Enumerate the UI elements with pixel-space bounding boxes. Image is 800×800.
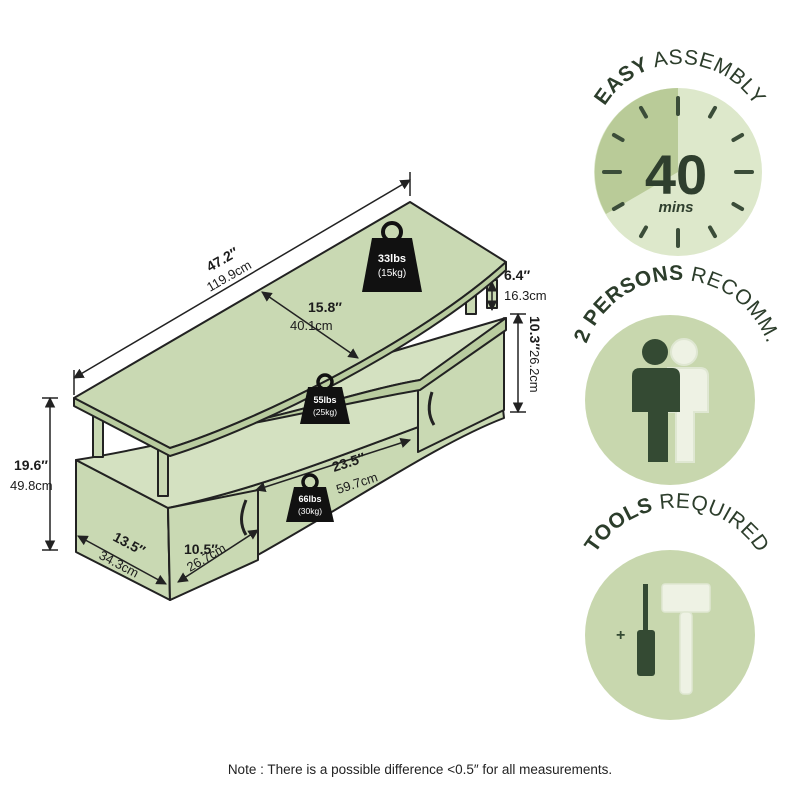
base-depth-arrow xyxy=(77,535,167,585)
weight-top-lbs: 33lbs xyxy=(378,253,406,265)
clock-tick xyxy=(639,105,648,119)
upper-height-cm-label: 26.2cm xyxy=(527,350,542,393)
upper-height-inch-label: 10.3″ xyxy=(527,316,543,350)
top-depth-cm-label: 40.1cm xyxy=(290,318,333,333)
dimension-lines xyxy=(42,172,526,585)
svg-text:+: + xyxy=(616,627,625,644)
top-leg-inch-label: 6.4″ xyxy=(504,267,530,283)
door-handle-right xyxy=(427,391,436,426)
total-height-inch-label: 19.6″ xyxy=(14,457,48,473)
top-board-edge xyxy=(73,261,507,457)
width-arrow xyxy=(73,179,411,379)
weight-bottom-lbs: 66lbs xyxy=(298,494,321,504)
top-depth-inch-label: 15.8″ xyxy=(308,299,342,315)
persons-icon xyxy=(632,338,709,463)
clock-tick xyxy=(708,225,717,239)
clock-tick xyxy=(731,133,745,142)
weight-middle-lbs: 55lbs xyxy=(313,395,336,405)
clock-tick xyxy=(708,105,717,119)
badge-easy-assembly: EASY ASSEMBLY 40 mins xyxy=(590,46,770,256)
weight-bottom: 66lbs (30kg) xyxy=(286,473,334,522)
badge-assembly-unit: mins xyxy=(658,199,693,216)
tools-icon: + xyxy=(616,583,711,695)
top-leg-cm-label: 16.3cm xyxy=(504,288,547,303)
clock-tick xyxy=(611,133,625,142)
clock-tick xyxy=(639,225,648,239)
clock-tick xyxy=(731,202,745,211)
badge-tools-title: TOOLS REQUIRED xyxy=(580,490,773,557)
badge-assembly-minutes: 40 xyxy=(645,143,707,206)
weight-top-kg: (15kg) xyxy=(378,268,406,279)
weight-top: 33lbs (15kg) xyxy=(362,221,422,292)
total-height-cm-label: 49.8cm xyxy=(10,478,53,493)
inner-depth-arrow xyxy=(177,529,259,583)
clock-tick xyxy=(611,202,625,211)
weight-middle-kg: (25kg) xyxy=(313,407,337,417)
measurement-note: Note : There is a possible difference <0… xyxy=(227,762,613,777)
inner-depth-inch-label: 10.5″ xyxy=(184,541,218,557)
badge-tools: TOOLS REQUIRED + xyxy=(580,490,773,720)
top-depth-arrow xyxy=(261,291,359,359)
badge-persons: 2 PERSONS RECOMM. xyxy=(570,262,784,485)
weight-middle: 55lbs (25kg) xyxy=(300,373,350,424)
inner-width-arrow xyxy=(255,437,411,493)
weight-bottom-kg: (30kg) xyxy=(298,506,322,516)
